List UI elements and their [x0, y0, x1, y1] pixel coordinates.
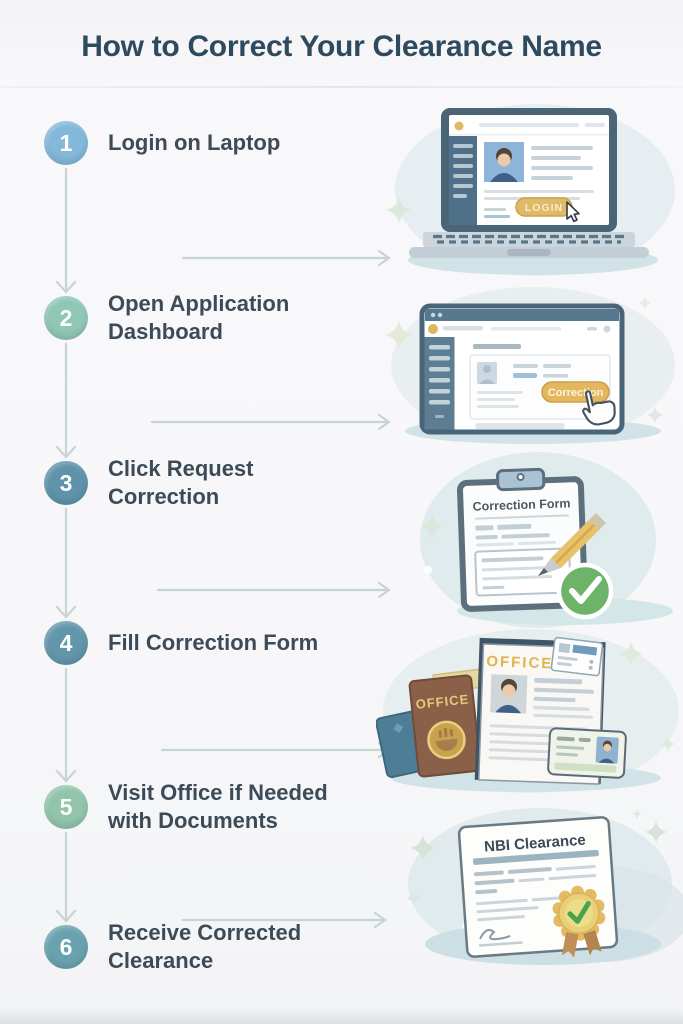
title-divider	[0, 86, 683, 88]
cursor-icon	[566, 201, 580, 223]
content-heading	[473, 344, 521, 349]
sparkle-icon	[619, 642, 643, 666]
passport-label: OFFICE	[415, 691, 470, 712]
sparkle-icon	[406, 890, 422, 906]
touchpad	[507, 249, 551, 256]
clipboard: Correction Form	[457, 467, 588, 612]
sparkle-icon	[645, 821, 667, 843]
step-6-badge: 6	[44, 925, 88, 969]
id-photo	[595, 736, 619, 764]
connector-right-3	[156, 581, 391, 599]
id-card	[547, 727, 627, 779]
sparkle-icon	[410, 835, 436, 861]
step-1-label: Login on Laptop	[108, 130, 281, 155]
dashboard-sidebar	[424, 337, 455, 430]
step-2-badge: 2	[44, 296, 88, 340]
small-card	[550, 636, 604, 677]
login-button-label: LOGIN	[525, 202, 563, 214]
step-4: 4 Fill Correction Form	[44, 621, 318, 665]
sparkle-dot-icon	[424, 566, 432, 574]
page-title: How to Correct Your Clearance Name	[81, 30, 602, 63]
step-1-badge: 1	[44, 121, 88, 165]
browser-window: Correction	[419, 303, 625, 435]
sparkle-icon	[385, 321, 413, 349]
pencil-icon	[538, 513, 606, 576]
certificate-illustration: NBI Clearance	[405, 806, 683, 974]
content-panel	[469, 354, 611, 420]
sparkle-icon	[386, 197, 412, 223]
sparkle-icon	[632, 809, 642, 819]
connector-down-1	[55, 167, 77, 294]
ribbon-icon	[583, 930, 602, 956]
document-header: OFFICE	[486, 653, 554, 672]
laptop-illustration: LOGIN	[383, 98, 683, 283]
sparkle-icon	[420, 514, 444, 538]
connector-right-1	[181, 249, 391, 267]
step-1: 1 Login on Laptop	[44, 121, 280, 165]
connector-down-3	[55, 507, 77, 619]
laptop-screen: LOGIN	[441, 108, 617, 232]
checkmark-icon	[556, 562, 614, 620]
sparkle-icon	[661, 737, 675, 751]
certificate-lines	[473, 865, 597, 922]
step-3-badge: 3	[44, 461, 88, 505]
connector-down-5	[55, 831, 77, 923]
logo-dot-icon	[454, 121, 464, 131]
logo-dot-icon	[428, 324, 438, 334]
step-5-badge: 5	[44, 785, 88, 829]
sparkle-icon	[657, 887, 671, 901]
ribbon-icon	[561, 932, 579, 958]
seal-icon	[552, 885, 606, 941]
clipboard-illustration: Correction Form	[420, 448, 683, 633]
correction-button-label: Correction	[548, 387, 604, 399]
login-button: LOGIN	[515, 197, 573, 217]
profile-photo	[484, 142, 524, 182]
passport-book: OFFICE	[408, 674, 482, 778]
certificate: NBI Clearance	[457, 816, 619, 958]
sparkle-icon	[639, 297, 651, 309]
connector-down-4	[55, 667, 77, 783]
connector-right-2	[150, 413, 391, 431]
signature	[479, 928, 511, 941]
passport-emblem-icon	[427, 720, 466, 760]
connector-right-4	[160, 741, 391, 759]
sparkle-icon	[647, 407, 663, 423]
correction-button: Correction	[541, 381, 610, 403]
hand-cursor-icon	[582, 390, 616, 426]
step-4-badge: 4	[44, 621, 88, 665]
step-4-label: Fill Correction Form	[108, 630, 319, 655]
screen-sidebar	[449, 136, 477, 225]
form-lines	[475, 523, 556, 547]
connector-down-2	[55, 342, 77, 459]
documents-illustration: OFFICE OFFICE	[376, 626, 683, 798]
laptop-base	[409, 232, 649, 258]
document-photo	[490, 674, 528, 714]
dashboard-illustration: Correction	[383, 283, 683, 448]
form-title: Correction Form	[472, 496, 570, 513]
